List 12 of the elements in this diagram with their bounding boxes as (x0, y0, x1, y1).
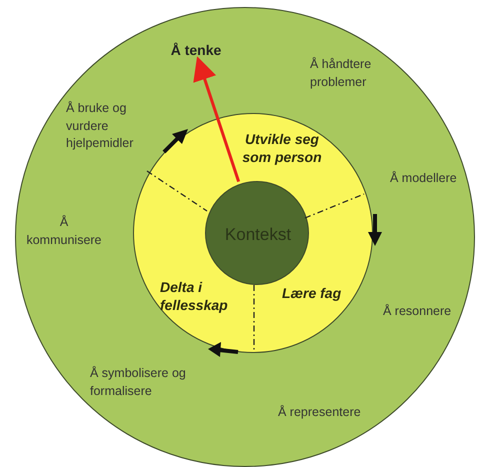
arrow (193, 56, 240, 182)
segment-label: Delta i fellesskap (160, 278, 229, 314)
competence-label: Å bruke og vurdere hjelpemidler (66, 100, 134, 152)
segment-label: Utvikle seg som person (241, 130, 323, 166)
competence-label: Å håndtere problemer (310, 56, 372, 91)
competence-label: Å resonnere (383, 303, 452, 320)
competence-label: Å modellere (390, 170, 458, 187)
heading-text: Å tenke (170, 41, 222, 60)
competence-label: Å symbolisere og formalisere (90, 365, 187, 400)
segment-label: Lære fag (282, 284, 342, 302)
competence-label: Å kommunisere (25, 214, 103, 248)
competence-label: Å representere (278, 404, 362, 421)
